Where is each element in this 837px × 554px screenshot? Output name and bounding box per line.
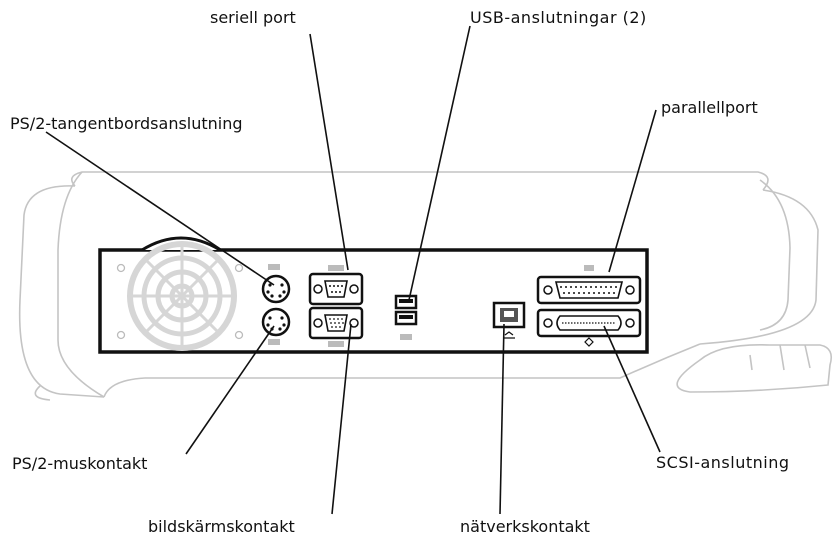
- leader-lines: [45, 25, 661, 515]
- network-port: [492, 301, 526, 339]
- scsi-port: [536, 308, 642, 347]
- leader-network: [499, 323, 505, 515]
- label-ps2-mouse: PS/2-muskontakt: [12, 454, 148, 473]
- label-ps2-keyboard: PS/2-tangentbordsanslutning: [10, 114, 243, 133]
- video-port: [308, 306, 364, 347]
- label-scsi: SCSI-anslutning: [656, 453, 790, 472]
- label-network: nätverkskontakt: [460, 517, 590, 536]
- leader-parallel: [608, 109, 657, 273]
- label-usb-ports: USB-anslutningar (2): [470, 8, 647, 27]
- leader-scsi: [603, 325, 661, 453]
- ps2-mouse-port: [261, 307, 291, 345]
- leader-keyboard: [45, 131, 275, 286]
- chassis-outline: [18, 171, 833, 401]
- label-parallel-port: parallellport: [661, 98, 758, 117]
- serial-port: [308, 265, 364, 306]
- leader-serial: [309, 33, 349, 271]
- screw-holes: [116, 263, 244, 340]
- leader-mouse: [185, 325, 275, 455]
- usb-ports: [394, 294, 418, 340]
- leader-video: [331, 323, 352, 515]
- leader-usb: [408, 25, 471, 301]
- label-serial-port: seriell port: [210, 8, 296, 27]
- parallel-port: [536, 265, 642, 305]
- fan-grille: [127, 236, 237, 351]
- label-video: bildskärmskontakt: [148, 517, 295, 536]
